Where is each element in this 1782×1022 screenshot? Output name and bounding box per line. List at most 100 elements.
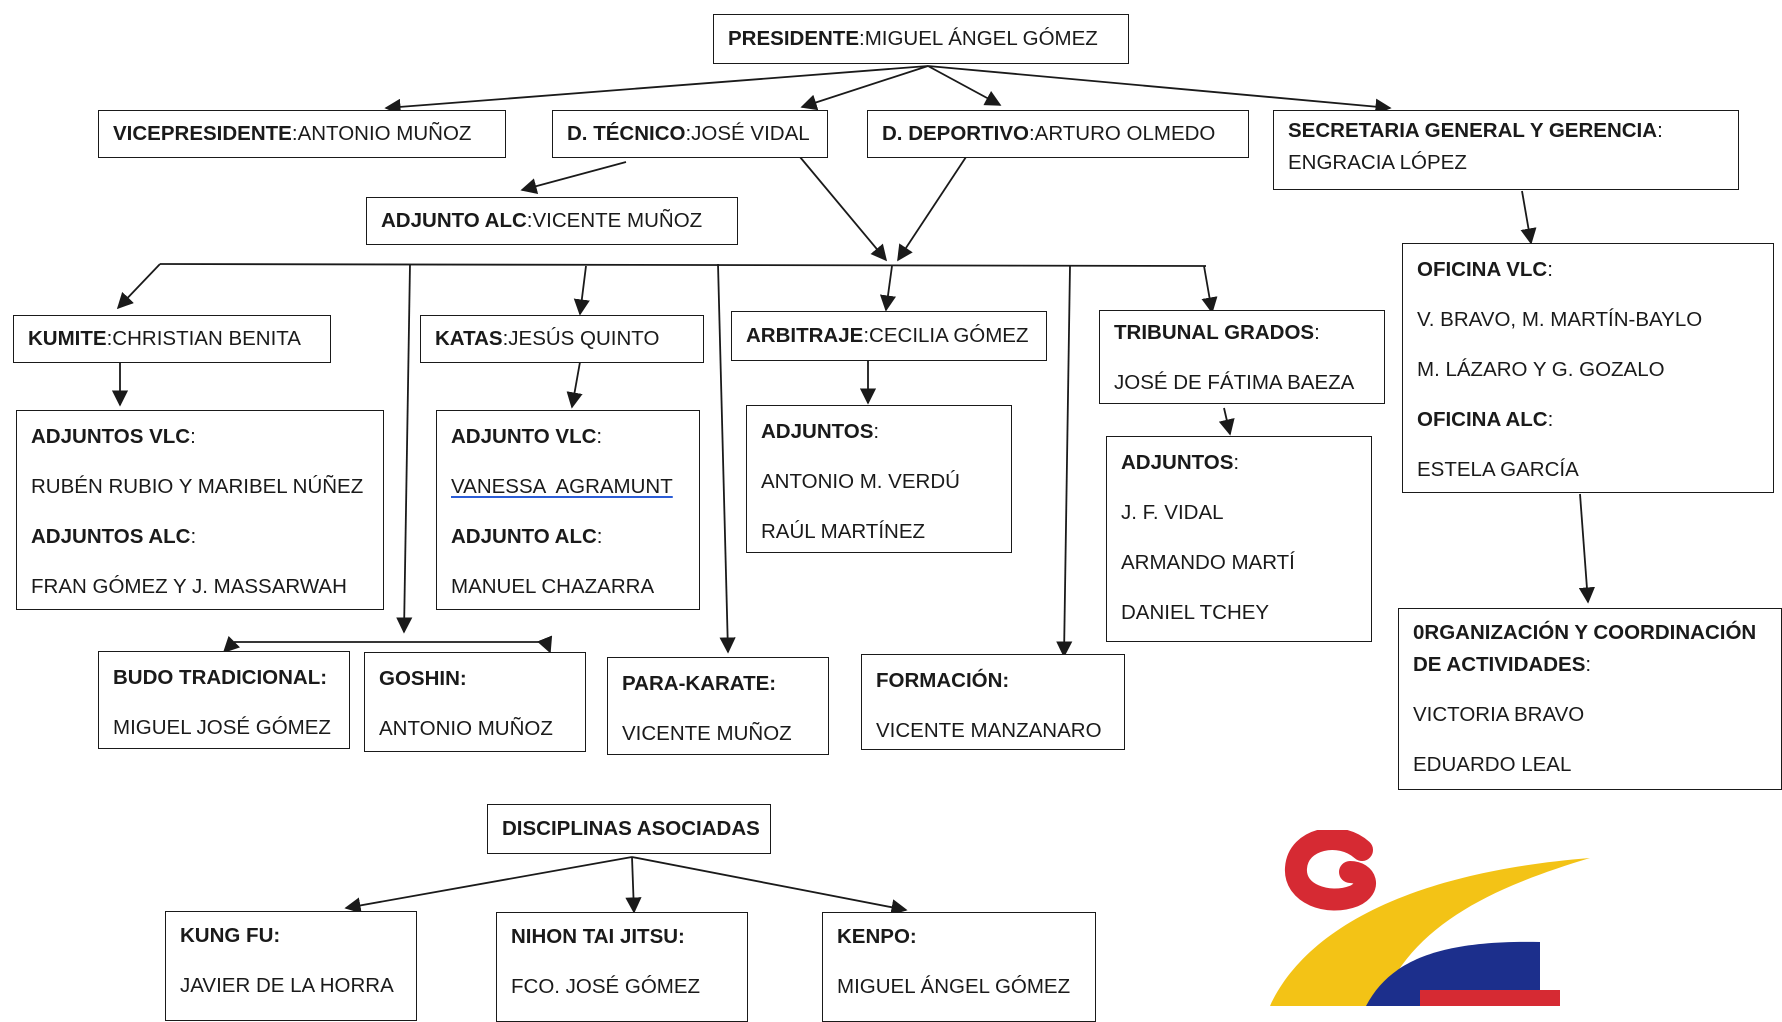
kenpo-box: KENPO: MIGUEL ÁNGEL GÓMEZ (822, 912, 1096, 1022)
tribunal-adj-2: ARMANDO MARTÍ (1121, 551, 1295, 574)
president-name: MIGUEL ÁNGEL GÓMEZ (864, 27, 1098, 50)
logo-red-swirl (1285, 830, 1376, 911)
budo-box: BUDO TRADICIONAL: MIGUEL JOSÉ GÓMEZ (98, 651, 350, 749)
arbitraje-adj-title: ADJUNTOS (761, 420, 874, 443)
nihon-box: NIHON TAI JITSU: FCO. JOSÉ GÓMEZ (496, 912, 748, 1022)
kenpo-title: KENPO: (837, 925, 917, 948)
tribunal-adj-title: ADJUNTOS (1121, 451, 1234, 474)
technical-director-box: D. TÉCNICO: JOSÉ VIDAL (552, 110, 828, 158)
sep: : (502, 327, 509, 350)
kumite-adjuntos-box: ADJUNTOS VLC: RUBÉN RUBIO Y MARIBEL NÚÑE… (16, 410, 384, 610)
office-vlc-title: OFICINA VLC (1417, 258, 1548, 281)
adjunto-alc-name: VICENTE MUÑOZ (532, 209, 703, 232)
arbitraje-adj-2: RAÚL MARTÍNEZ (761, 520, 926, 543)
president-box: PRESIDENTE: MIGUEL ÁNGEL GÓMEZ (713, 14, 1129, 64)
budo-name: MIGUEL JOSÉ GÓMEZ (113, 716, 331, 739)
kenpo-name: MIGUEL ÁNGEL GÓMEZ (837, 975, 1071, 998)
sports-director-box: D. DEPORTIVO: ARTURO OLMEDO (867, 110, 1249, 158)
tribunal-adj-3: DANIEL TCHEY (1121, 601, 1270, 624)
katas-adjuntos-box: ADJUNTO VLC: VANESSA AGRAMUNT ADJUNTO AL… (436, 410, 700, 610)
logo-red-block (1420, 990, 1560, 1006)
office-vlc-names-2: M. LÁZARO Y G. GOZALO (1417, 358, 1665, 381)
sep: : (1547, 408, 1554, 431)
sep: : (859, 27, 865, 50)
sep: : (190, 425, 196, 448)
technical-director-name: JOSÉ VIDAL (691, 122, 810, 145)
tribunal-box: TRIBUNAL GRADOS: JOSÉ DE FÁTIMA BAEZA (1099, 310, 1385, 404)
goshin-name: ANTONIO MUÑOZ (379, 717, 553, 740)
secretary-name: ENGRACIA LÓPEZ (1288, 151, 1467, 174)
formacion-box: FORMACIÓN: VICENTE MANZANARO (861, 654, 1125, 750)
tribunal-title: TRIBUNAL GRADOS (1114, 321, 1315, 344)
kumite-adj-vlc-title: ADJUNTOS VLC (31, 425, 191, 448)
nihon-title: NIHON TAI JITSU: (511, 925, 685, 948)
sep: : (106, 327, 113, 350)
katas-adj-vlc-title: ADJUNTO VLC (451, 425, 597, 448)
parakarate-box: PARA-KARATE: VICENTE MUÑOZ (607, 657, 829, 755)
parakarate-title: PARA-KARATE: (622, 672, 777, 695)
sep: : (526, 209, 533, 232)
katas-adj-alc-title: ADJUNTO ALC (451, 525, 597, 548)
sep: : (1028, 122, 1035, 145)
office-alc-names: ESTELA GARCÍA (1417, 458, 1579, 481)
organization-title-1: 0RGANIZACIÓN Y COORDINACIÓN (1413, 621, 1757, 644)
vicepresident-box: VICEPRESIDENTE: ANTONIO MUÑOZ (98, 110, 506, 158)
president-title: PRESIDENTE (728, 27, 859, 50)
arbitraje-title: ARBITRAJE (746, 324, 864, 347)
formacion-name: VICENTE MANZANARO (876, 719, 1102, 742)
tribunal-adj-1: J. F. VIDAL (1121, 501, 1224, 524)
tribunal-name: JOSÉ DE FÁTIMA BAEZA (1114, 371, 1355, 394)
sports-director-name: ARTURO OLMEDO (1034, 122, 1216, 145)
budo-title: BUDO TRADICIONAL: (113, 666, 328, 689)
technical-director-title: D. TÉCNICO (567, 122, 686, 145)
adjunto-alc-box: ADJUNTO ALC: VICENTE MUÑOZ (366, 197, 738, 245)
vicepresident-name: ANTONIO MUÑOZ (297, 122, 472, 145)
arbitraje-box: ARBITRAJE: CECILIA GÓMEZ (731, 311, 1047, 361)
office-vlc-names-1: V. BRAVO, M. MARTÍN-BAYLO (1417, 308, 1703, 331)
organization-box: 0RGANIZACIÓN Y COORDINACIÓN DE ACTIVIDAD… (1398, 608, 1782, 790)
formacion-title: FORMACIÓN: (876, 669, 1010, 692)
kumite-adj-vlc: RUBÉN RUBIO Y MARIBEL NÚÑEZ (31, 475, 364, 498)
sep: : (1233, 451, 1240, 474)
kungfu-title: KUNG FU: (180, 924, 281, 947)
nihon-name: FCO. JOSÉ GÓMEZ (511, 975, 701, 998)
sep: : (863, 324, 870, 347)
katas-name: JESÚS QUINTO (508, 327, 660, 350)
sep: : (873, 420, 880, 443)
disciplinas-title: DISCIPLINAS ASOCIADAS (502, 817, 760, 840)
organization-name-2: EDUARDO LEAL (1413, 753, 1572, 776)
arbitraje-name: CECILIA GÓMEZ (869, 324, 1029, 347)
kungfu-name: JAVIER DE LA HORRA (180, 974, 394, 997)
goshin-box: GOSHIN: ANTONIO MUÑOZ (364, 652, 586, 752)
sep: : (190, 525, 197, 548)
logo-blue-shape (1366, 941, 1540, 1006)
kumite-adj-alc-title: ADJUNTOS ALC (31, 525, 191, 548)
vicepresident-title: VICEPRESIDENTE (113, 122, 292, 145)
sep: : (1657, 119, 1663, 142)
katas-box: KATAS: JESÚS QUINTO (420, 315, 704, 363)
sep: : (685, 122, 692, 145)
kumite-name: CHRISTIAN BENITA (112, 327, 301, 350)
sports-director-title: D. DEPORTIVO (882, 122, 1029, 145)
sep: : (1547, 258, 1553, 281)
tribunal-adjuntos-box: ADJUNTOS: J. F. VIDAL ARMANDO MARTÍ DANI… (1106, 436, 1372, 642)
federation-logo (1270, 830, 1600, 1006)
disciplinas-box: DISCIPLINAS ASOCIADAS (487, 804, 771, 854)
arbitraje-adj-1: ANTONIO M. VERDÚ (761, 470, 960, 493)
logo-graphic (1270, 830, 1590, 1006)
kungfu-box: KUNG FU: JAVIER DE LA HORRA (165, 911, 417, 1021)
katas-adj-alc: MANUEL CHAZARRA (451, 575, 655, 598)
sep: : (1314, 321, 1320, 344)
organization-name-1: VICTORIA BRAVO (1413, 703, 1585, 726)
secretary-title: SECRETARIA GENERAL Y GERENCIA (1288, 119, 1658, 142)
sep: : (1585, 653, 1592, 676)
secretary-box: SECRETARIA GENERAL Y GERENCIA: ENGRACIA … (1273, 110, 1739, 190)
katas-title: KATAS (435, 327, 503, 350)
logo-yellow-swoosh (1270, 858, 1590, 1006)
sep: : (596, 525, 603, 548)
kumite-adj-alc: FRAN GÓMEZ Y J. MASSARWAH (31, 575, 347, 598)
kumite-box: KUMITE: CHRISTIAN BENITA (13, 315, 331, 363)
parakarate-name: VICENTE MUÑOZ (622, 722, 792, 745)
arbitraje-adjuntos-box: ADJUNTOS: ANTONIO M. VERDÚ RAÚL MARTÍNEZ (746, 405, 1012, 553)
